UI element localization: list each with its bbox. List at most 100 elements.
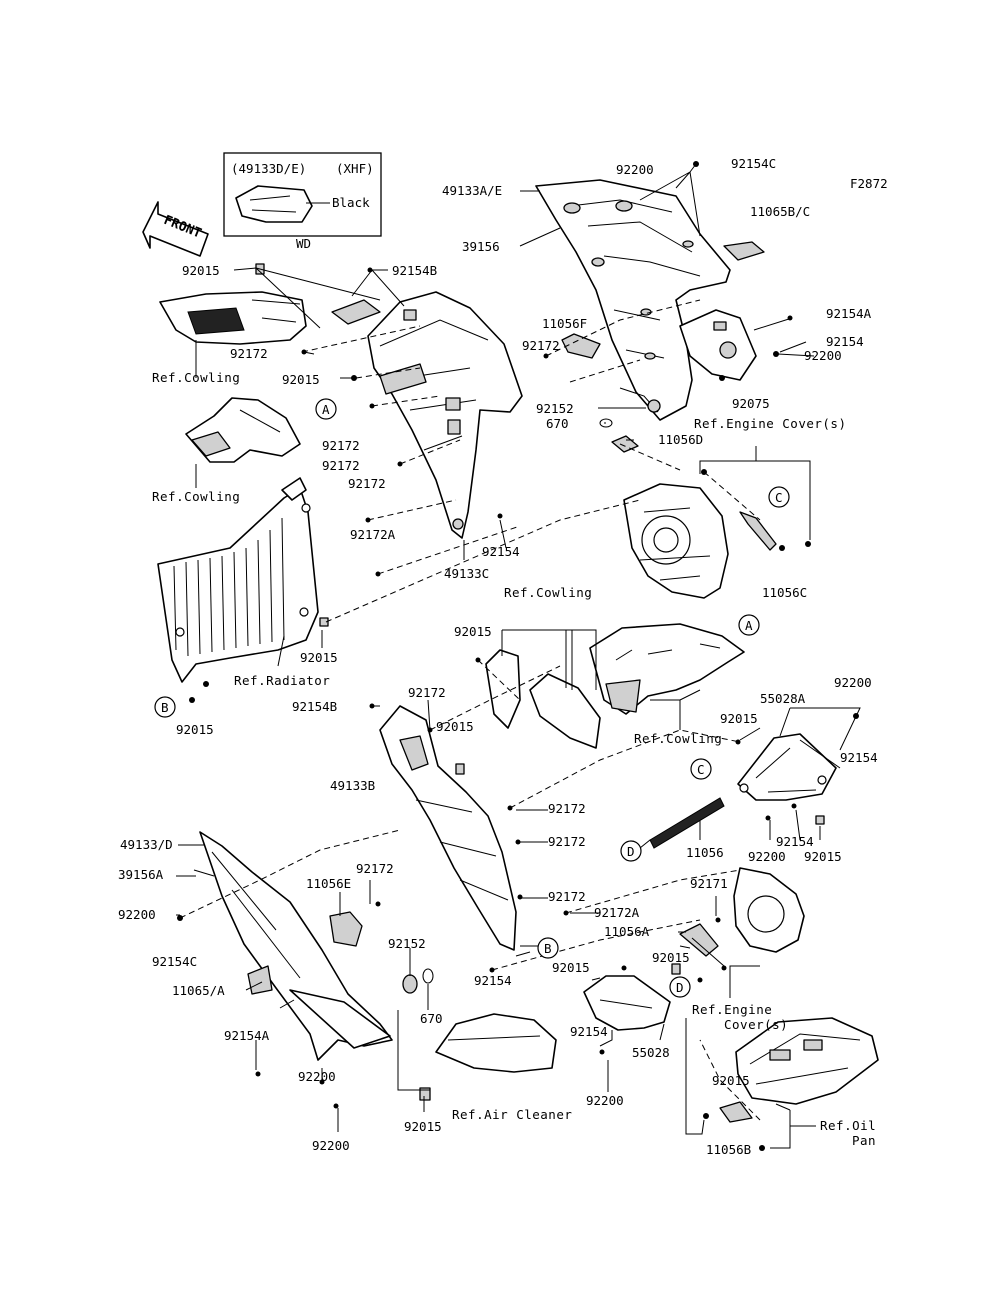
part-label: 92200 <box>616 162 654 177</box>
part-label: 92172 <box>322 438 360 453</box>
ref-cowling-label: Ref.Cowling <box>634 731 722 746</box>
grommet-92152-low <box>402 974 418 994</box>
ref-cowling-label: Ref.Cowling <box>152 489 240 504</box>
part-label: 39156 <box>462 239 500 254</box>
part-label: 92200 <box>834 675 872 690</box>
part-label: 92152 <box>536 401 574 416</box>
callout-a-top: A <box>315 398 337 420</box>
part-label: 55028 <box>632 1045 670 1060</box>
part-label: 11065/A <box>172 983 225 998</box>
part-label: 92172 <box>348 476 386 491</box>
part-label: 92154C <box>152 954 197 969</box>
part-label: 92200 <box>312 1138 350 1153</box>
duct-upper-left <box>159 263 307 345</box>
part-label: 92015 <box>652 950 690 965</box>
part-label: 92200 <box>586 1093 624 1108</box>
inset-caption: WD <box>296 236 311 251</box>
strip-11056 <box>649 797 725 849</box>
part-label: 92200 <box>748 849 786 864</box>
part-label: 92154C <box>731 156 776 171</box>
callout-d-low: D <box>669 976 691 998</box>
ref-radiator-label: Ref.Radiator <box>234 673 330 688</box>
part-label: 92015 <box>720 711 758 726</box>
ref-cowling-label: Ref.Cowling <box>152 370 240 385</box>
part-label: 670 <box>546 416 569 431</box>
bracket-11056c <box>739 511 777 551</box>
oil-pan-ref <box>703 1017 879 1151</box>
part-label: 92015 <box>436 719 474 734</box>
inset-title-left: (49133D/E) <box>231 161 306 176</box>
part-label: 92154B <box>292 699 337 714</box>
part-label: 92172 <box>356 861 394 876</box>
callout-c-mid: C <box>690 758 712 780</box>
inset-color-label: Black <box>332 195 370 210</box>
inset-box: (49133D/E) (XHF) Black WD <box>223 152 382 251</box>
front-arrow-icon: FRONT <box>142 201 209 257</box>
pad-11065bc <box>723 241 765 261</box>
duct-lower-left <box>185 397 301 463</box>
part-label: 49133/D <box>120 837 173 852</box>
part-label: 92172 <box>548 889 586 904</box>
part-label: 92200 <box>118 907 156 922</box>
engine-cover-ref-low <box>679 867 805 983</box>
part-label: 92172 <box>522 338 560 353</box>
part-label: 670 <box>420 1011 443 1026</box>
part-label: 92154 <box>776 834 814 849</box>
part-label: 92171 <box>690 876 728 891</box>
clip-11056f <box>561 333 601 359</box>
part-label: 11056F <box>542 316 587 331</box>
fairing-upper-right <box>535 179 731 421</box>
callout-b-low: B <box>537 937 559 959</box>
svg-text:B: B <box>161 700 169 715</box>
part-label: 92015 <box>282 372 320 387</box>
part-label: 92152 <box>388 936 426 951</box>
svg-text:C: C <box>775 490 783 505</box>
ref-engine-cover-label: Ref.Engine <box>692 1002 772 1017</box>
panel-49133b <box>369 703 569 973</box>
part-label: 55028A <box>760 691 806 706</box>
callout-a-mid: A <box>738 614 760 636</box>
ref-cowling-label: Ref.Cowling <box>504 585 592 600</box>
part-label: 92015 <box>804 849 842 864</box>
pad-11065a <box>247 965 273 995</box>
ref-oil-pan-label: Ref.Oil <box>820 1118 876 1133</box>
part-label: 49133B <box>330 778 375 793</box>
bracket-55028 <box>583 963 681 1055</box>
svg-text:D: D <box>627 844 635 859</box>
part-label: 11056E <box>306 876 351 891</box>
part-label: 92075 <box>732 396 770 411</box>
part-label: 92154A <box>224 1028 270 1043</box>
oring-670-top <box>599 418 613 428</box>
part-label: 92154 <box>474 973 512 988</box>
part-label: 11056 <box>686 845 724 860</box>
part-label: 92200 <box>804 348 842 363</box>
engine-cover-ref-top <box>611 435 811 599</box>
callout-b-left: B <box>154 696 176 718</box>
ref-engine-cover-label: Cover(s) <box>724 1017 788 1032</box>
svg-text:B: B <box>544 941 552 956</box>
part-label: 92172A <box>594 905 640 920</box>
part-label: 49133A/E <box>442 183 502 198</box>
part-label: 92015 <box>176 722 214 737</box>
radiator-ref <box>157 477 329 703</box>
part-label: 92015 <box>300 650 338 665</box>
air-cleaner-ref <box>419 1013 557 1101</box>
part-label: 11056B <box>706 1142 751 1157</box>
part-label: 92172 <box>230 346 268 361</box>
part-label: 11065B/C <box>750 204 810 219</box>
part-label: 92172 <box>322 458 360 473</box>
clip-11056e <box>329 911 363 947</box>
part-label: 92154 <box>482 544 520 559</box>
oring-670-low <box>422 968 434 984</box>
part-label: 92015 <box>712 1073 750 1088</box>
svg-text:A: A <box>745 618 753 633</box>
part-label: 92154B <box>392 263 437 278</box>
callout-d-mid: D <box>620 840 642 862</box>
svg-text:A: A <box>322 402 330 417</box>
part-label: 92200 <box>298 1069 336 1084</box>
part-label: 11056A <box>604 924 650 939</box>
part-label: 11056D <box>658 432 703 447</box>
part-label: 92015 <box>182 263 220 278</box>
cowling-mid-refs <box>475 623 745 749</box>
